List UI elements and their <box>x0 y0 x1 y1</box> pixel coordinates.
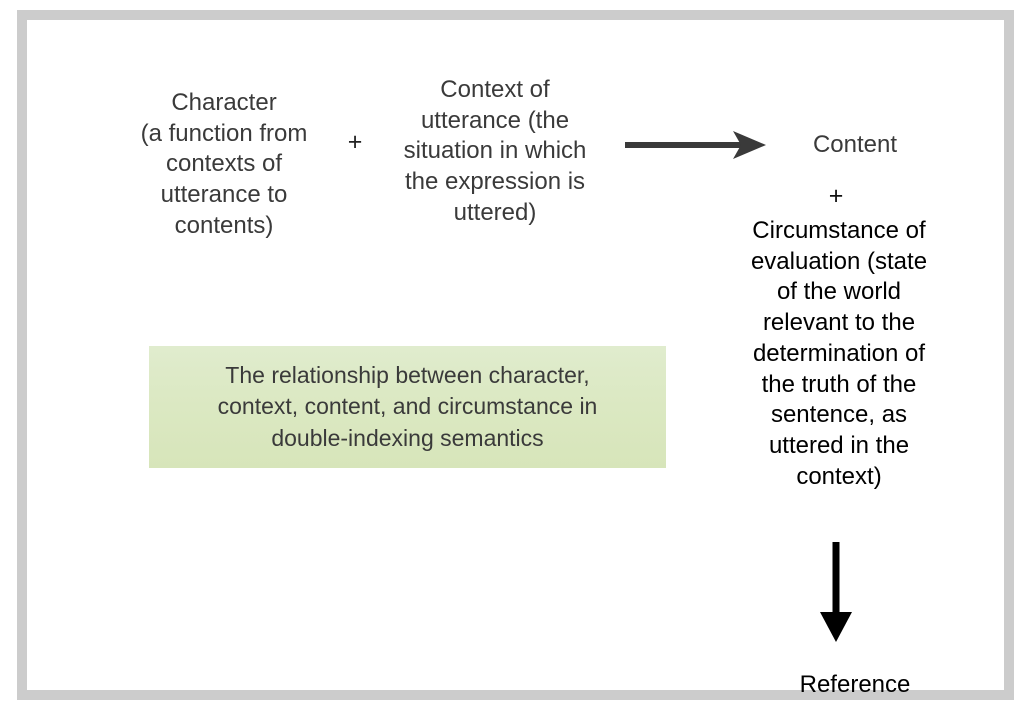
circumstance-of-evaluation-node: Circumstance of evaluation (state of the… <box>750 217 928 490</box>
figure-frame: Character (a function from contexts of u… <box>17 10 1014 700</box>
reference-node: Reference <box>799 671 911 698</box>
context-of-utterance-node: Context of utterance (the situation in w… <box>403 76 587 226</box>
plus-sign-character-context: + <box>347 128 363 156</box>
arrow-right-icon <box>623 128 768 162</box>
caption-text: The relationship between character, cont… <box>217 362 598 451</box>
plus-sign-content-circumstance: + <box>828 182 844 210</box>
character-node: Character (a function from contexts of u… <box>140 89 308 239</box>
arrow-down-icon <box>815 540 857 644</box>
caption-box: The relationship between character, cont… <box>149 346 666 468</box>
content-node: Content <box>812 131 898 158</box>
